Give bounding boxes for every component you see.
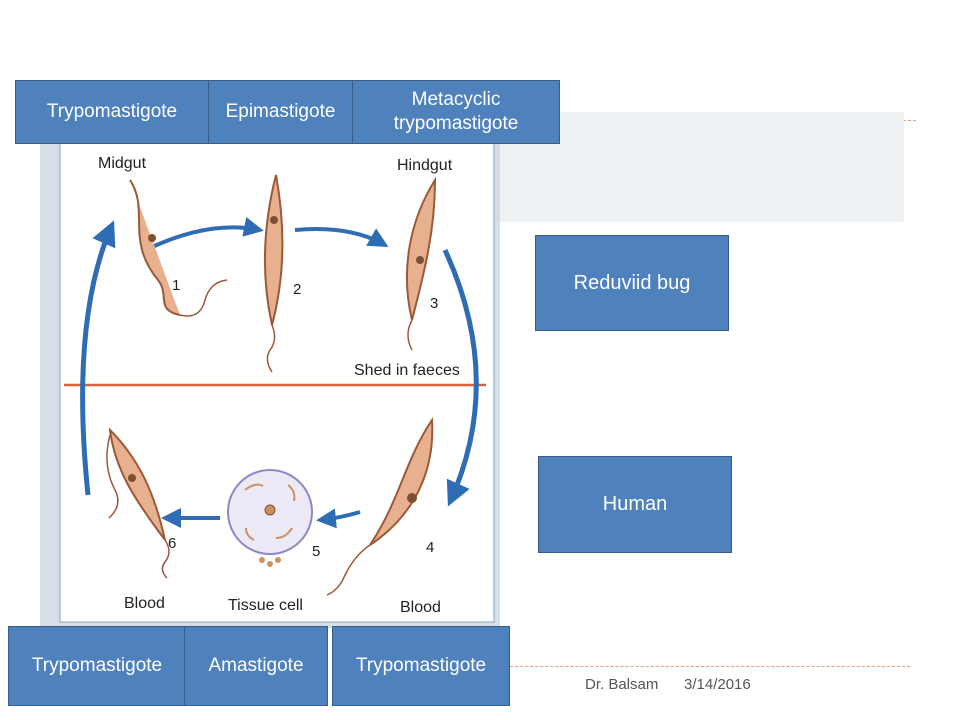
stage-number-5: 5 <box>312 543 320 560</box>
header-stage-trypomastigote: Trypomastigote <box>15 80 209 144</box>
parasite-stage-1 <box>129 179 228 317</box>
tissue-cell-label: Tissue cell <box>228 597 303 614</box>
footer-date: 3/14/2016 <box>684 676 751 693</box>
stage-number-2: 2 <box>293 281 301 298</box>
stage-number-6: 6 <box>168 535 176 552</box>
parasite-stage-3 <box>405 176 437 351</box>
bottom-divider-line <box>500 666 910 667</box>
stage-number-3: 3 <box>430 295 438 312</box>
shed-in-faeces-label: Shed in faeces <box>354 362 460 379</box>
header-stage-metacyclic-trypomastigote: Metacyclic trypomastigote <box>352 80 560 144</box>
life-cycle-figure: Midgut Hindgut Shed in faeces Blood Tiss… <box>40 120 500 628</box>
stage-number-1: 1 <box>172 277 180 294</box>
footer-author: Dr. Balsam <box>585 676 659 693</box>
human-label: Human <box>538 456 732 553</box>
arrow-2-to-3 <box>294 227 389 247</box>
footer-stage-amastigote: Amastigote <box>184 626 328 706</box>
blood-right-label: Blood <box>400 599 441 616</box>
arrow-4-to-5 <box>316 508 361 529</box>
arrow-3-to-4 <box>442 248 479 507</box>
arrow-6-to-1 <box>80 220 116 496</box>
header-stage-epimastigote: Epimastigote <box>208 80 353 144</box>
parasite-stage-2 <box>263 174 284 373</box>
midgut-label: Midgut <box>98 155 147 172</box>
blood-left-label: Blood <box>124 595 165 612</box>
footer-stage-trypomastigote-2: Trypomastigote <box>332 626 510 706</box>
arrow-1-to-2 <box>149 217 264 250</box>
footer-stage-trypomastigote-1: Trypomastigote <box>8 626 186 706</box>
life-cycle-diagram: Midgut Hindgut Shed in faeces Blood Tiss… <box>59 141 495 623</box>
reduviid-bug-label: Reduviid bug <box>535 235 729 331</box>
parasite-stage-4 <box>326 416 434 596</box>
stage-number-4: 4 <box>426 539 434 556</box>
parasite-stage-6 <box>106 427 170 579</box>
hindgut-label: Hindgut <box>397 157 453 174</box>
